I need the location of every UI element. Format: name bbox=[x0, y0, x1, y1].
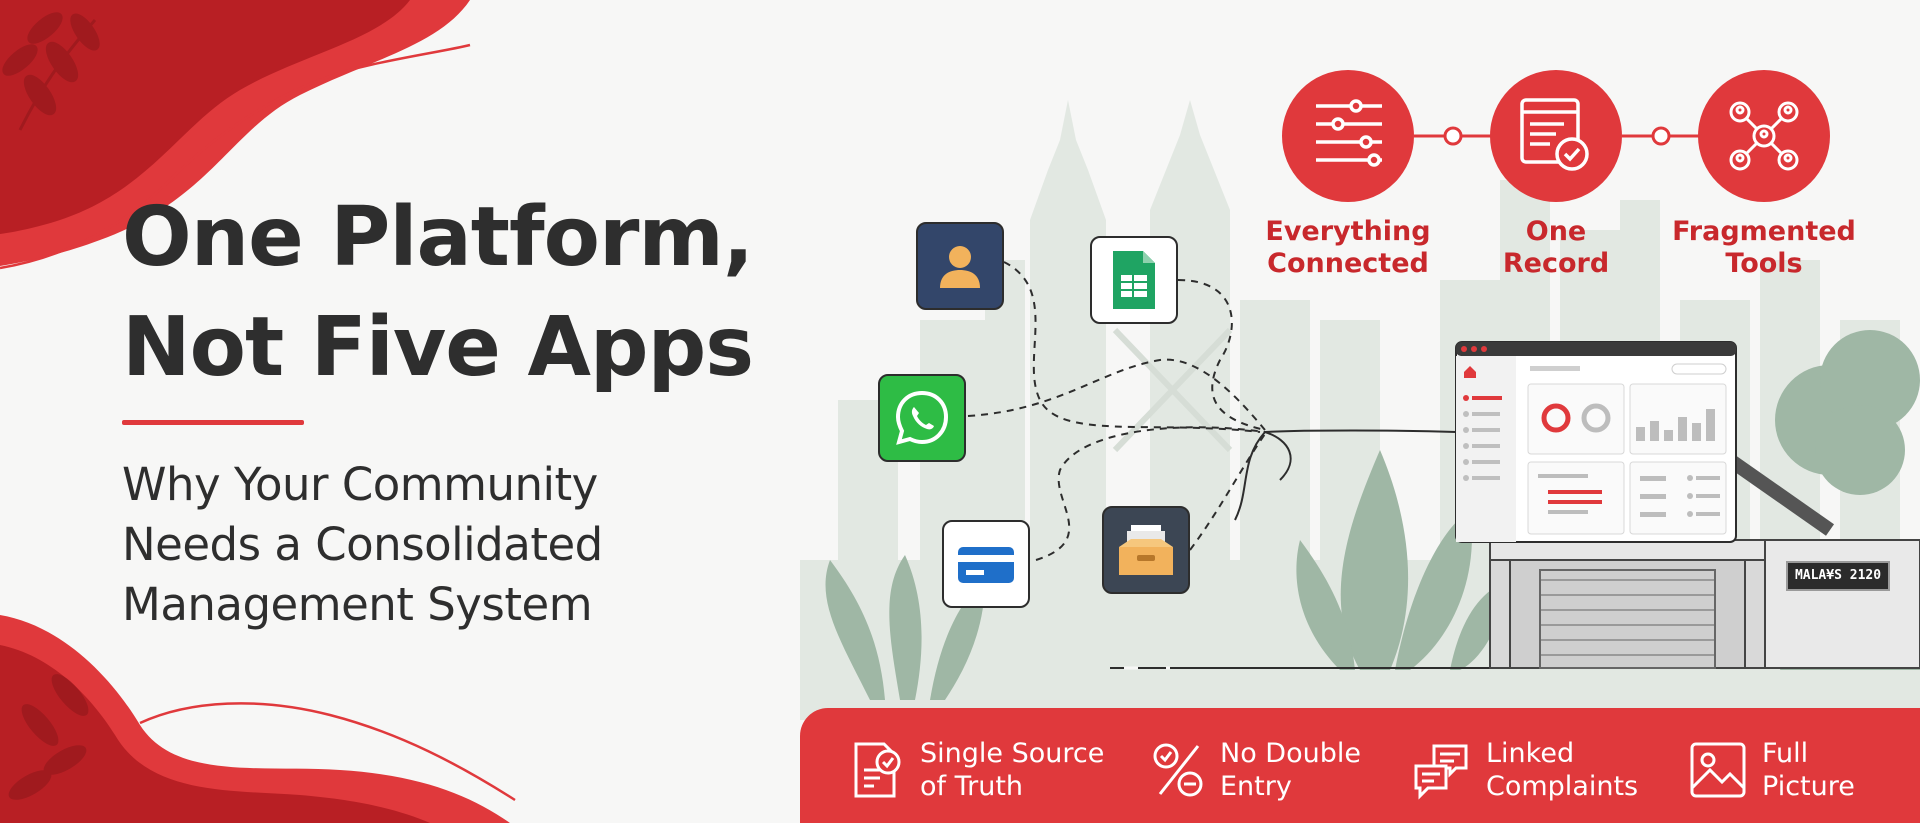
dashboard-window bbox=[1455, 341, 1737, 543]
image-icon bbox=[1690, 742, 1746, 798]
leaf-branch-icon bbox=[2, 12, 100, 131]
check-minus-icon bbox=[1153, 743, 1203, 797]
chat-bubbles-icon bbox=[1414, 744, 1468, 800]
home-icon bbox=[1464, 366, 1476, 378]
app-tile-whatsapp bbox=[878, 374, 966, 462]
step-icon-fragmented-tools bbox=[1698, 70, 1830, 202]
user-profile-icon bbox=[940, 246, 980, 288]
step-connectors bbox=[1414, 126, 1700, 146]
hero-title-line-2: Not Five Apps bbox=[122, 300, 754, 395]
spreadsheet-icon bbox=[1113, 251, 1155, 309]
hero-subtitle-line-3: Management System bbox=[122, 578, 593, 631]
decorative-wave-bottom bbox=[0, 615, 516, 823]
building-plate: MALA¥S 2120 bbox=[1786, 561, 1890, 591]
record-check-icon bbox=[1520, 98, 1589, 171]
app-tile-spreadsheet bbox=[1090, 236, 1178, 324]
hero-title-line-1: One Platform, bbox=[122, 190, 754, 285]
app-tile-archive bbox=[1102, 506, 1190, 594]
step-icon-everything-connected bbox=[1282, 70, 1414, 202]
document-check-icon bbox=[854, 742, 901, 798]
app-tile-contacts bbox=[916, 222, 1004, 310]
decorative-wave-top bbox=[0, 0, 471, 270]
network-users-icon bbox=[1729, 101, 1799, 171]
credit-card-icon bbox=[958, 547, 1014, 583]
connector-lines bbox=[967, 261, 1266, 561]
hero-subtitle-line-2: Needs a Consolidated bbox=[122, 518, 603, 571]
title-divider bbox=[122, 420, 304, 425]
file-archive-icon bbox=[1119, 525, 1173, 575]
step-icon-one-record bbox=[1490, 70, 1622, 202]
leaf-branch-icon bbox=[8, 674, 89, 800]
app-tile-payments bbox=[942, 520, 1030, 608]
hero-subtitle-line-1: Why Your Community bbox=[122, 458, 598, 511]
sliders-icon bbox=[1316, 99, 1382, 167]
whatsapp-icon bbox=[895, 390, 949, 445]
